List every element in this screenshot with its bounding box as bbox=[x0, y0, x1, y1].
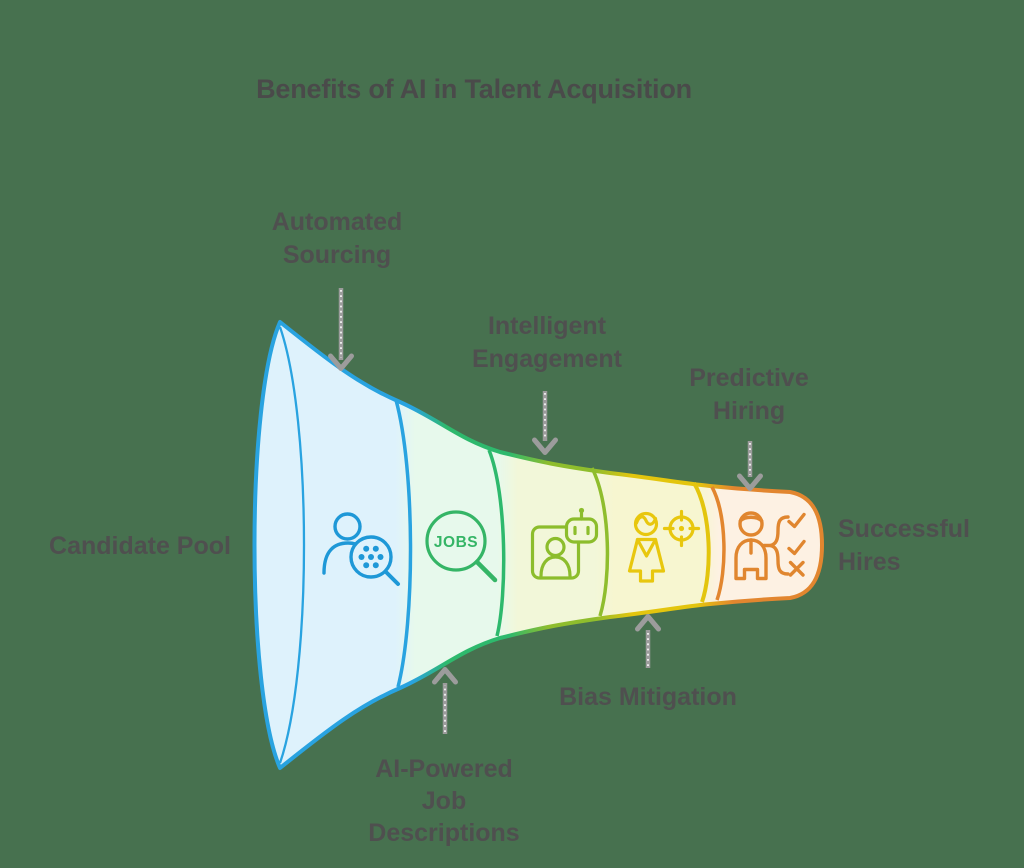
label-line: Job bbox=[421, 787, 467, 815]
label-line: Bias Mitigation bbox=[559, 683, 737, 711]
search-handle bbox=[384, 570, 400, 586]
arrow-automated-sourcing bbox=[328, 288, 354, 371]
label-line: Intelligent bbox=[487, 312, 607, 340]
robot-eyes bbox=[573, 525, 590, 536]
divider-jobs-engagement bbox=[487, 449, 506, 637]
label-candidate-pool: Candidate Pool bbox=[20, 530, 260, 563]
divider-engagement-bias bbox=[590, 467, 610, 617]
female-neckline bbox=[635, 537, 658, 558]
arrow-predictive-hiring bbox=[737, 441, 763, 491]
candidate-dots bbox=[358, 545, 384, 569]
label-ai-powered-job-descriptions: AI-Powered Job Descriptions bbox=[324, 753, 564, 849]
target-ticks bbox=[662, 509, 701, 548]
label-line: Engagement bbox=[471, 345, 623, 373]
label-line: Successful bbox=[838, 515, 971, 543]
check-mark-2 bbox=[787, 539, 806, 556]
page-title: Benefits of AI in Talent Acquisition bbox=[256, 74, 692, 104]
person-search-icon bbox=[322, 512, 400, 586]
jobs-text: JOBS bbox=[434, 534, 478, 551]
pointer-arrows bbox=[328, 288, 763, 734]
label-line: Automated bbox=[271, 208, 403, 236]
label-bias-mitigation: Bias Mitigation bbox=[528, 681, 768, 714]
label-automated-sourcing: Automated Sourcing bbox=[217, 206, 457, 272]
label-predictive-hiring: Predictive Hiring bbox=[629, 362, 869, 428]
decision-brace bbox=[768, 515, 790, 576]
label-line: Predictive bbox=[689, 364, 809, 392]
jobs-lens bbox=[425, 510, 487, 572]
label-intelligent-engagement: Intelligent Engagement bbox=[427, 310, 667, 376]
target-center-dot bbox=[678, 525, 685, 532]
arrow-intelligent-engagement bbox=[532, 391, 558, 455]
divider-sourcing-jobs bbox=[394, 399, 413, 688]
hire-hair bbox=[738, 515, 764, 523]
robot-antenna-tip bbox=[578, 507, 585, 514]
jobs-handle bbox=[474, 559, 498, 583]
funnel-body bbox=[252, 320, 824, 770]
arrow-bias-mitigation bbox=[635, 614, 661, 668]
divider-bias-predictive bbox=[692, 481, 711, 603]
divider-predictive-left-edge bbox=[710, 486, 726, 601]
hire-body bbox=[734, 538, 768, 581]
label-line: Descriptions bbox=[368, 819, 520, 847]
robot-head bbox=[564, 517, 599, 544]
jobs-magnifier-icon: JOBS bbox=[425, 510, 498, 583]
person-head bbox=[333, 512, 362, 541]
check-mark-1 bbox=[787, 512, 806, 529]
female-hair bbox=[634, 515, 658, 526]
label-line: Candidate Pool bbox=[49, 532, 231, 560]
card-person-body bbox=[539, 555, 572, 578]
label-line: AI-Powered bbox=[375, 755, 513, 783]
x-mark bbox=[788, 560, 805, 577]
person-target-icon bbox=[627, 509, 701, 583]
id-card bbox=[530, 525, 581, 580]
label-line: Hires bbox=[838, 548, 901, 576]
female-body bbox=[627, 537, 666, 583]
person-checklist-icon bbox=[734, 511, 806, 581]
label-line: Hiring bbox=[712, 397, 786, 425]
id-card-robot-icon bbox=[530, 507, 599, 580]
label-successful-hires: Successful Hires bbox=[838, 513, 1024, 579]
funnel-mouth-rim bbox=[278, 326, 306, 764]
label-line: Sourcing bbox=[282, 241, 392, 269]
hire-head bbox=[738, 511, 764, 537]
arrow-ai-powered-job-descriptions bbox=[432, 667, 458, 734]
